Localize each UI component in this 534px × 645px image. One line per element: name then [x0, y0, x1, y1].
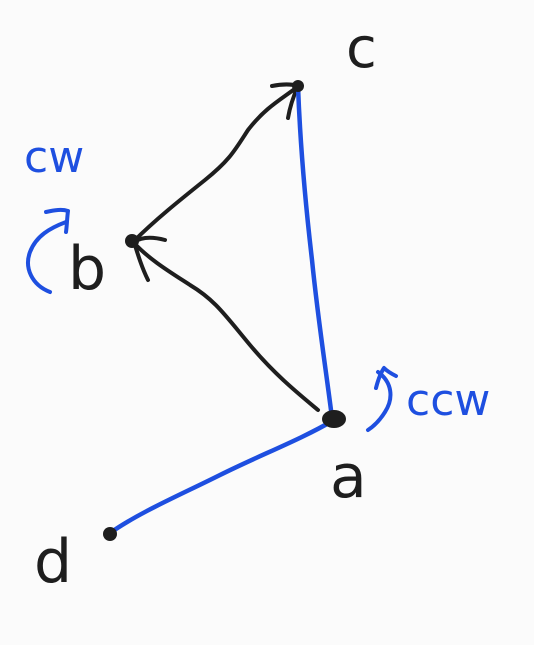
edge-a-to-b [132, 241, 320, 412]
label-a: a [330, 442, 367, 512]
cw-rotation-arrow [26, 220, 68, 294]
ccw-arrowhead [374, 366, 398, 390]
edge-c-to-b [132, 86, 298, 243]
vertex-b-dot [125, 234, 139, 248]
vertex-a-dot [322, 410, 346, 428]
vertex-c-dot [292, 80, 304, 92]
cw-arrowhead [44, 207, 70, 234]
label-b: b [68, 234, 106, 304]
label-ccw: ccw [406, 375, 490, 426]
vertex-d-dot [103, 527, 117, 541]
label-cw: cw [24, 132, 84, 183]
edge-c-to-a [295, 83, 335, 421]
edge-a-to-d [107, 417, 337, 536]
ccw-rotation-arrow [366, 370, 393, 432]
label-c: c [346, 16, 377, 81]
label-d: d [34, 527, 72, 597]
